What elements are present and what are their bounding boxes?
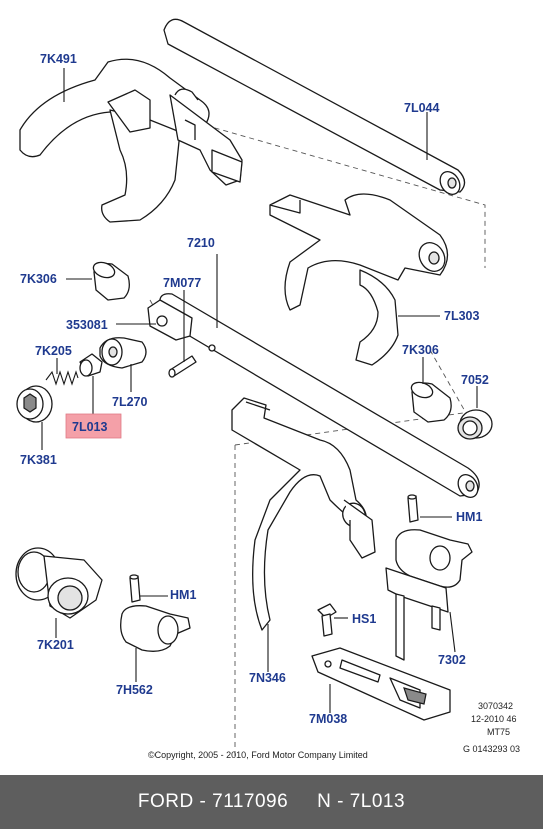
plug-7K381 — [16, 385, 53, 423]
ref-line-1: 3070342 — [478, 701, 513, 711]
label-7052: 7052 — [461, 373, 489, 387]
shift-fork-7L303 — [269, 193, 449, 366]
copyright-text: ©Copyright, 2005 - 2010, Ford Motor Comp… — [148, 750, 368, 760]
bush-7L270 — [99, 337, 147, 369]
reference-info: 3070342 12-2010 46 MT75 G 0143293 03 ©Co… — [148, 701, 520, 760]
footer-brand-part: FORD - 7117096 — [137, 791, 289, 812]
label-7K306-upper: 7K306 — [20, 272, 57, 286]
label-7M077: 7M077 — [163, 276, 201, 290]
part-labels: 7K491 7L044 7210 7K306 7M077 353081 7L30… — [20, 52, 489, 726]
plate-7M038 — [311, 647, 451, 721]
spring-7K205 — [45, 370, 79, 386]
pin-HM1-upper — [407, 494, 419, 523]
bolt-HS1 — [317, 603, 337, 637]
bracket-7302 — [385, 529, 473, 661]
label-7K306-lower: 7K306 — [402, 343, 439, 357]
footer-spacer — [288, 791, 317, 813]
label-7M038: 7M038 — [309, 712, 347, 726]
plunger-7L013 — [79, 353, 103, 377]
shift-rail-7L044 — [163, 18, 466, 195]
highlight-box — [65, 413, 122, 439]
label-7H562: 7H562 — [116, 683, 153, 697]
label-7210: 7210 — [187, 236, 215, 250]
label-7302: 7302 — [438, 653, 466, 667]
label-7N346: 7N346 — [249, 671, 286, 685]
pin-HM1-lower — [129, 574, 141, 603]
label-7K205: 7K205 — [35, 344, 72, 358]
label-7L303: 7L303 — [444, 309, 479, 323]
footer-part-number: N - 7L013 — [317, 791, 406, 812]
ref-line-4: G 0143293 03 — [463, 744, 520, 754]
label-7L044: 7L044 — [404, 101, 439, 115]
shift-fork-7K491 — [19, 58, 243, 223]
ref-line-3: MT75 — [487, 727, 510, 737]
label-HS1: HS1 — [352, 612, 376, 626]
exploded-parts-diagram: 7K491 7L044 7210 7K306 7M077 353081 7L30… — [15, 18, 520, 760]
ref-line-2: 12-2010 46 — [471, 714, 517, 724]
pin-7M077 — [168, 355, 197, 378]
label-HM1-upper: HM1 — [456, 510, 482, 524]
shift-fork-7N346 — [231, 397, 376, 631]
part-7H562 — [120, 605, 191, 652]
bush-7K306-lower — [410, 381, 452, 423]
bush-7K306-upper — [92, 261, 130, 301]
label-7L013: 7L013 — [72, 420, 107, 434]
selector-shaft-7210 — [147, 293, 480, 498]
footer-bar: FORD - 7117096 N - 7L013 — [0, 775, 543, 829]
label-7K491: 7K491 — [40, 52, 77, 66]
seal-7052 — [457, 409, 493, 440]
label-HM1-lower: HM1 — [170, 588, 196, 602]
label-7K381: 7K381 — [20, 453, 57, 467]
label-7L270: 7L270 — [112, 395, 147, 409]
leader-lines — [41, 68, 478, 713]
label-7K201: 7K201 — [37, 638, 74, 652]
label-353081: 353081 — [66, 318, 108, 332]
housing-7K201 — [15, 547, 103, 619]
